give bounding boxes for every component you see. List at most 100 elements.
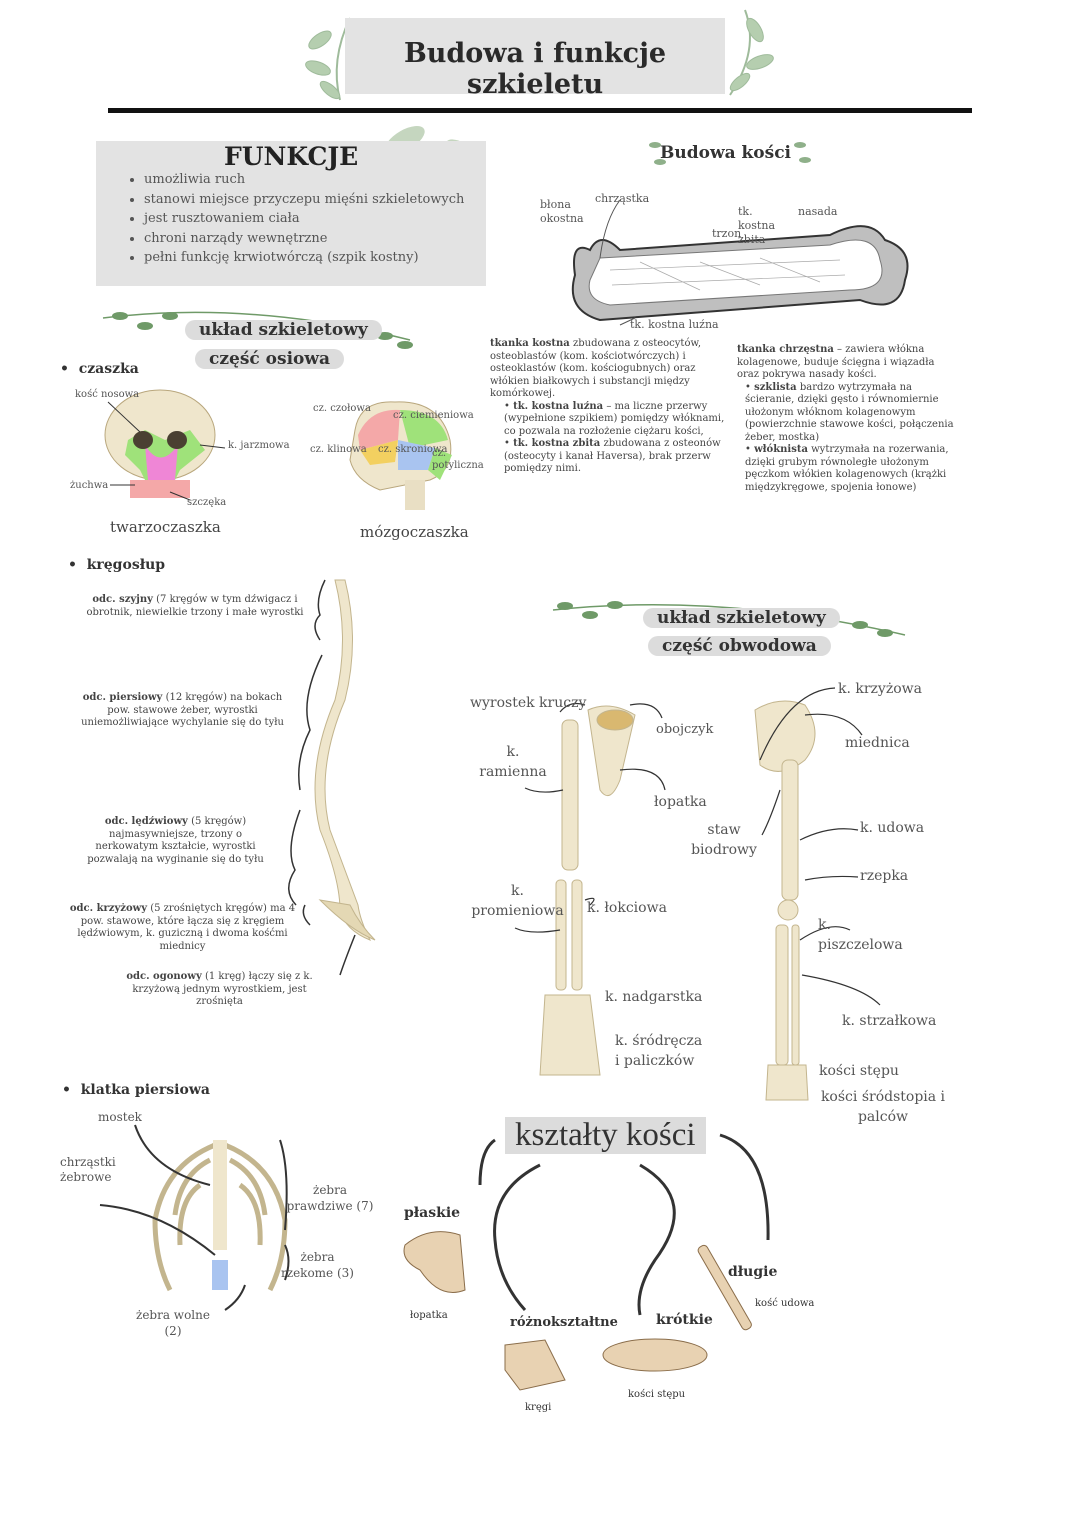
label-cz-skroniowa: cz. skroniowa	[378, 444, 448, 455]
label-dlugie: długie	[728, 1264, 778, 1280]
odc-ledzwiowy-term: odc. lędźwiowy	[104, 816, 188, 827]
tk-lezna-term: tk. kostna luźna	[513, 400, 604, 412]
ribcage-diagram	[152, 1140, 288, 1292]
label-dlugie-example: kość udowa	[755, 1298, 815, 1309]
odc-ledzwiowy-desc: (5 kręgów) najmasywniejsze, trzony o ner…	[87, 816, 264, 865]
label-zuchwa: żuchwa	[70, 480, 109, 491]
czaszka-bullet: • czaszka	[60, 361, 139, 377]
leg-diagram	[754, 700, 816, 1101]
odc-szyjny-desc: (7 kręgów w tym dźwigacz i obrotnik, nie…	[86, 594, 304, 618]
odc-ledzwiowy: odc. lędźwiowy (5 kręgów) najmasywniejsz…	[78, 816, 273, 866]
leaf-decoration-left	[305, 17, 351, 101]
label-roznoksztaltne-example: kręgi	[525, 1402, 552, 1413]
skull-front-diagram	[104, 389, 226, 501]
odc-krzyzowy-term: odc. krzyżowy	[69, 903, 148, 914]
long-bone-diagram	[571, 199, 909, 326]
obwodowa-heading: układ szkieletowy	[643, 608, 840, 628]
tkanka-chrzestna-term: tkanka chrzęstna	[737, 344, 834, 355]
label-szczeka: szczęka	[187, 497, 227, 508]
klatka-bullet: • klatka piersiowa	[62, 1082, 210, 1098]
leaf-decoration-right	[729, 9, 774, 96]
tkanka-chrzestna-text: tkanka chrzęstna – zawiera włókna kolage…	[737, 344, 954, 493]
ksztalty-heading: kształty kości	[505, 1117, 706, 1154]
wloknista-desc: wytrzymała na rozerwania, dzięki grubym …	[745, 444, 949, 493]
odc-ogonowy-desc: (1 kręg) łączy się z k. krzyżową jednym …	[132, 971, 313, 1007]
szklista-desc: bardzo wytrzymała na ścieranie, dzięki g…	[745, 381, 954, 443]
tkanka-kostna-text: tkanka kostna zbudowana z osteocytów, os…	[490, 338, 725, 474]
label-trzon: trzon	[712, 227, 742, 240]
label-chrzastki: chrząstki żebrowe	[60, 1155, 116, 1184]
leaf-decoration-budowa	[649, 142, 811, 165]
obwodowa-subheading: część obwodowa	[648, 636, 831, 656]
label-kosci-srodstopia: kości śródstopia i palców	[820, 1089, 946, 1125]
klatka-label: klatka piersiowa	[80, 1082, 210, 1098]
budowa-heading: Budowa kości	[660, 143, 792, 163]
odc-ogonowy: odc. ogonowy (1 kręg) łączy się z k. krz…	[122, 971, 317, 1009]
label-k-srodrecza: k. śródręcza i paliczków	[615, 1033, 703, 1069]
czaszka-label: czaszka	[78, 361, 139, 377]
tk-zbita-desc: zbudowana z osteonów (osteocyty i kanał …	[504, 438, 721, 474]
label-k-lokciowa: k. łokciowa	[587, 900, 667, 916]
label-obojczyk: obojczyk	[656, 722, 714, 737]
limb-arrows	[514, 687, 881, 1006]
odc-szyjny: odc. szyjny (7 kręgów w tym dźwigacz i o…	[85, 594, 305, 619]
label-rzepka: rzepka	[860, 868, 909, 884]
label-zebra-prawdziwe: żebra prawdziwe (7)	[286, 1183, 374, 1213]
spine-brackets	[288, 579, 356, 976]
title-background	[345, 18, 725, 94]
tkanka-kostna-desc: zbudowana z osteocytów, osteoblastów (ko…	[490, 338, 702, 399]
label-plaskie-example: łopatka	[410, 1310, 448, 1321]
shape-illustrations	[403, 1231, 752, 1391]
funkcje-item: stanowi miejsce przyczepu mięśni szkiele…	[144, 190, 464, 210]
tk-lezna-desc: – ma liczne przerwy (wypełnione szpikiem…	[504, 400, 725, 437]
vine-obwodowa	[552, 601, 906, 637]
odc-ogonowy-term: odc. ogonowy	[126, 971, 202, 982]
label-miednica: miednica	[845, 735, 910, 751]
funkcje-box	[96, 141, 486, 286]
label-cz-potyliczna: cz. potyliczna	[432, 448, 484, 471]
label-krotkie: krótkie	[656, 1312, 713, 1328]
label-kosci-stepu: kości stępu	[819, 1063, 899, 1079]
label-tk-lezna: tk. kostna luźna	[630, 318, 719, 331]
arm-diagram	[539, 705, 636, 1076]
bone-shapes	[478, 1133, 770, 1316]
odc-krzyzowy-desc: (5 zrośniętych kręgów) ma 4 pow. stawowe…	[77, 903, 296, 952]
label-nasada: nasada	[798, 205, 838, 218]
label-chrzastka: chrząstka	[595, 192, 650, 205]
page-title: Budowa i funkcje szkieletu	[403, 38, 667, 100]
ribcage-brackets	[99, 1124, 290, 1311]
szklista-term: szklista	[754, 381, 797, 393]
odc-piersiowy-term: odc. piersiowy	[82, 692, 163, 703]
label-staw-biodrowy: staw biodrowy	[691, 822, 757, 858]
label-lopatka: łopatka	[654, 794, 707, 810]
osiowa-heading: układ szkieletowy	[185, 320, 382, 340]
funkcje-item: chroni narządy wewnętrzne	[144, 229, 464, 249]
funkcje-item: jest rusztowaniem ciała	[144, 209, 464, 229]
label-plaskie: płaskie	[404, 1205, 461, 1221]
label-k-strzalkowa: k. strzałkowa	[842, 1013, 937, 1029]
label-twarzoczaszka: twarzoczaszka	[110, 518, 221, 536]
funkcje-item: pełni funkcję krwiotwórczą (szpik kostny…	[144, 248, 464, 268]
kregoslup-bullet: • kręgosłup	[68, 557, 166, 573]
spine-diagram	[314, 579, 376, 941]
label-mostek: mostek	[98, 1110, 142, 1124]
funkcje-item: umożliwia ruch	[144, 170, 464, 190]
label-k-promieniowa: k. promieniowa	[471, 883, 564, 919]
osiowa-subheading: część osiowa	[195, 349, 345, 369]
wloknista-term: włóknista	[754, 444, 808, 455]
title-rule	[108, 108, 972, 113]
label-krotkie-example: kości stępu	[628, 1389, 686, 1400]
label-wyrostek: wyrostek kruczy	[470, 695, 587, 711]
label-k-jarzmowa: k. jarzmowa	[228, 440, 290, 451]
funkcje-heading: FUNKCJE	[224, 142, 359, 171]
label-roznoksztaltne: różnokształtne	[510, 1315, 618, 1330]
kregoslup-label: kręgosłup	[86, 557, 166, 573]
odc-piersiowy-desc: (12 kręgów) na bokach pow. stawowe żeber…	[81, 692, 284, 728]
odc-krzyzowy: odc. krzyżowy (5 zrośniętych kręgów) ma …	[65, 903, 300, 953]
label-kosc-nosowa: kość nosowa	[75, 389, 140, 400]
label-k-udowa: k. udowa	[860, 820, 925, 836]
label-k-krzyzowa: k. krzyżowa	[838, 681, 922, 697]
label-cz-klinowa: cz. klinowa	[310, 444, 367, 455]
tkanka-kostna-term: tkanka kostna	[490, 338, 570, 349]
